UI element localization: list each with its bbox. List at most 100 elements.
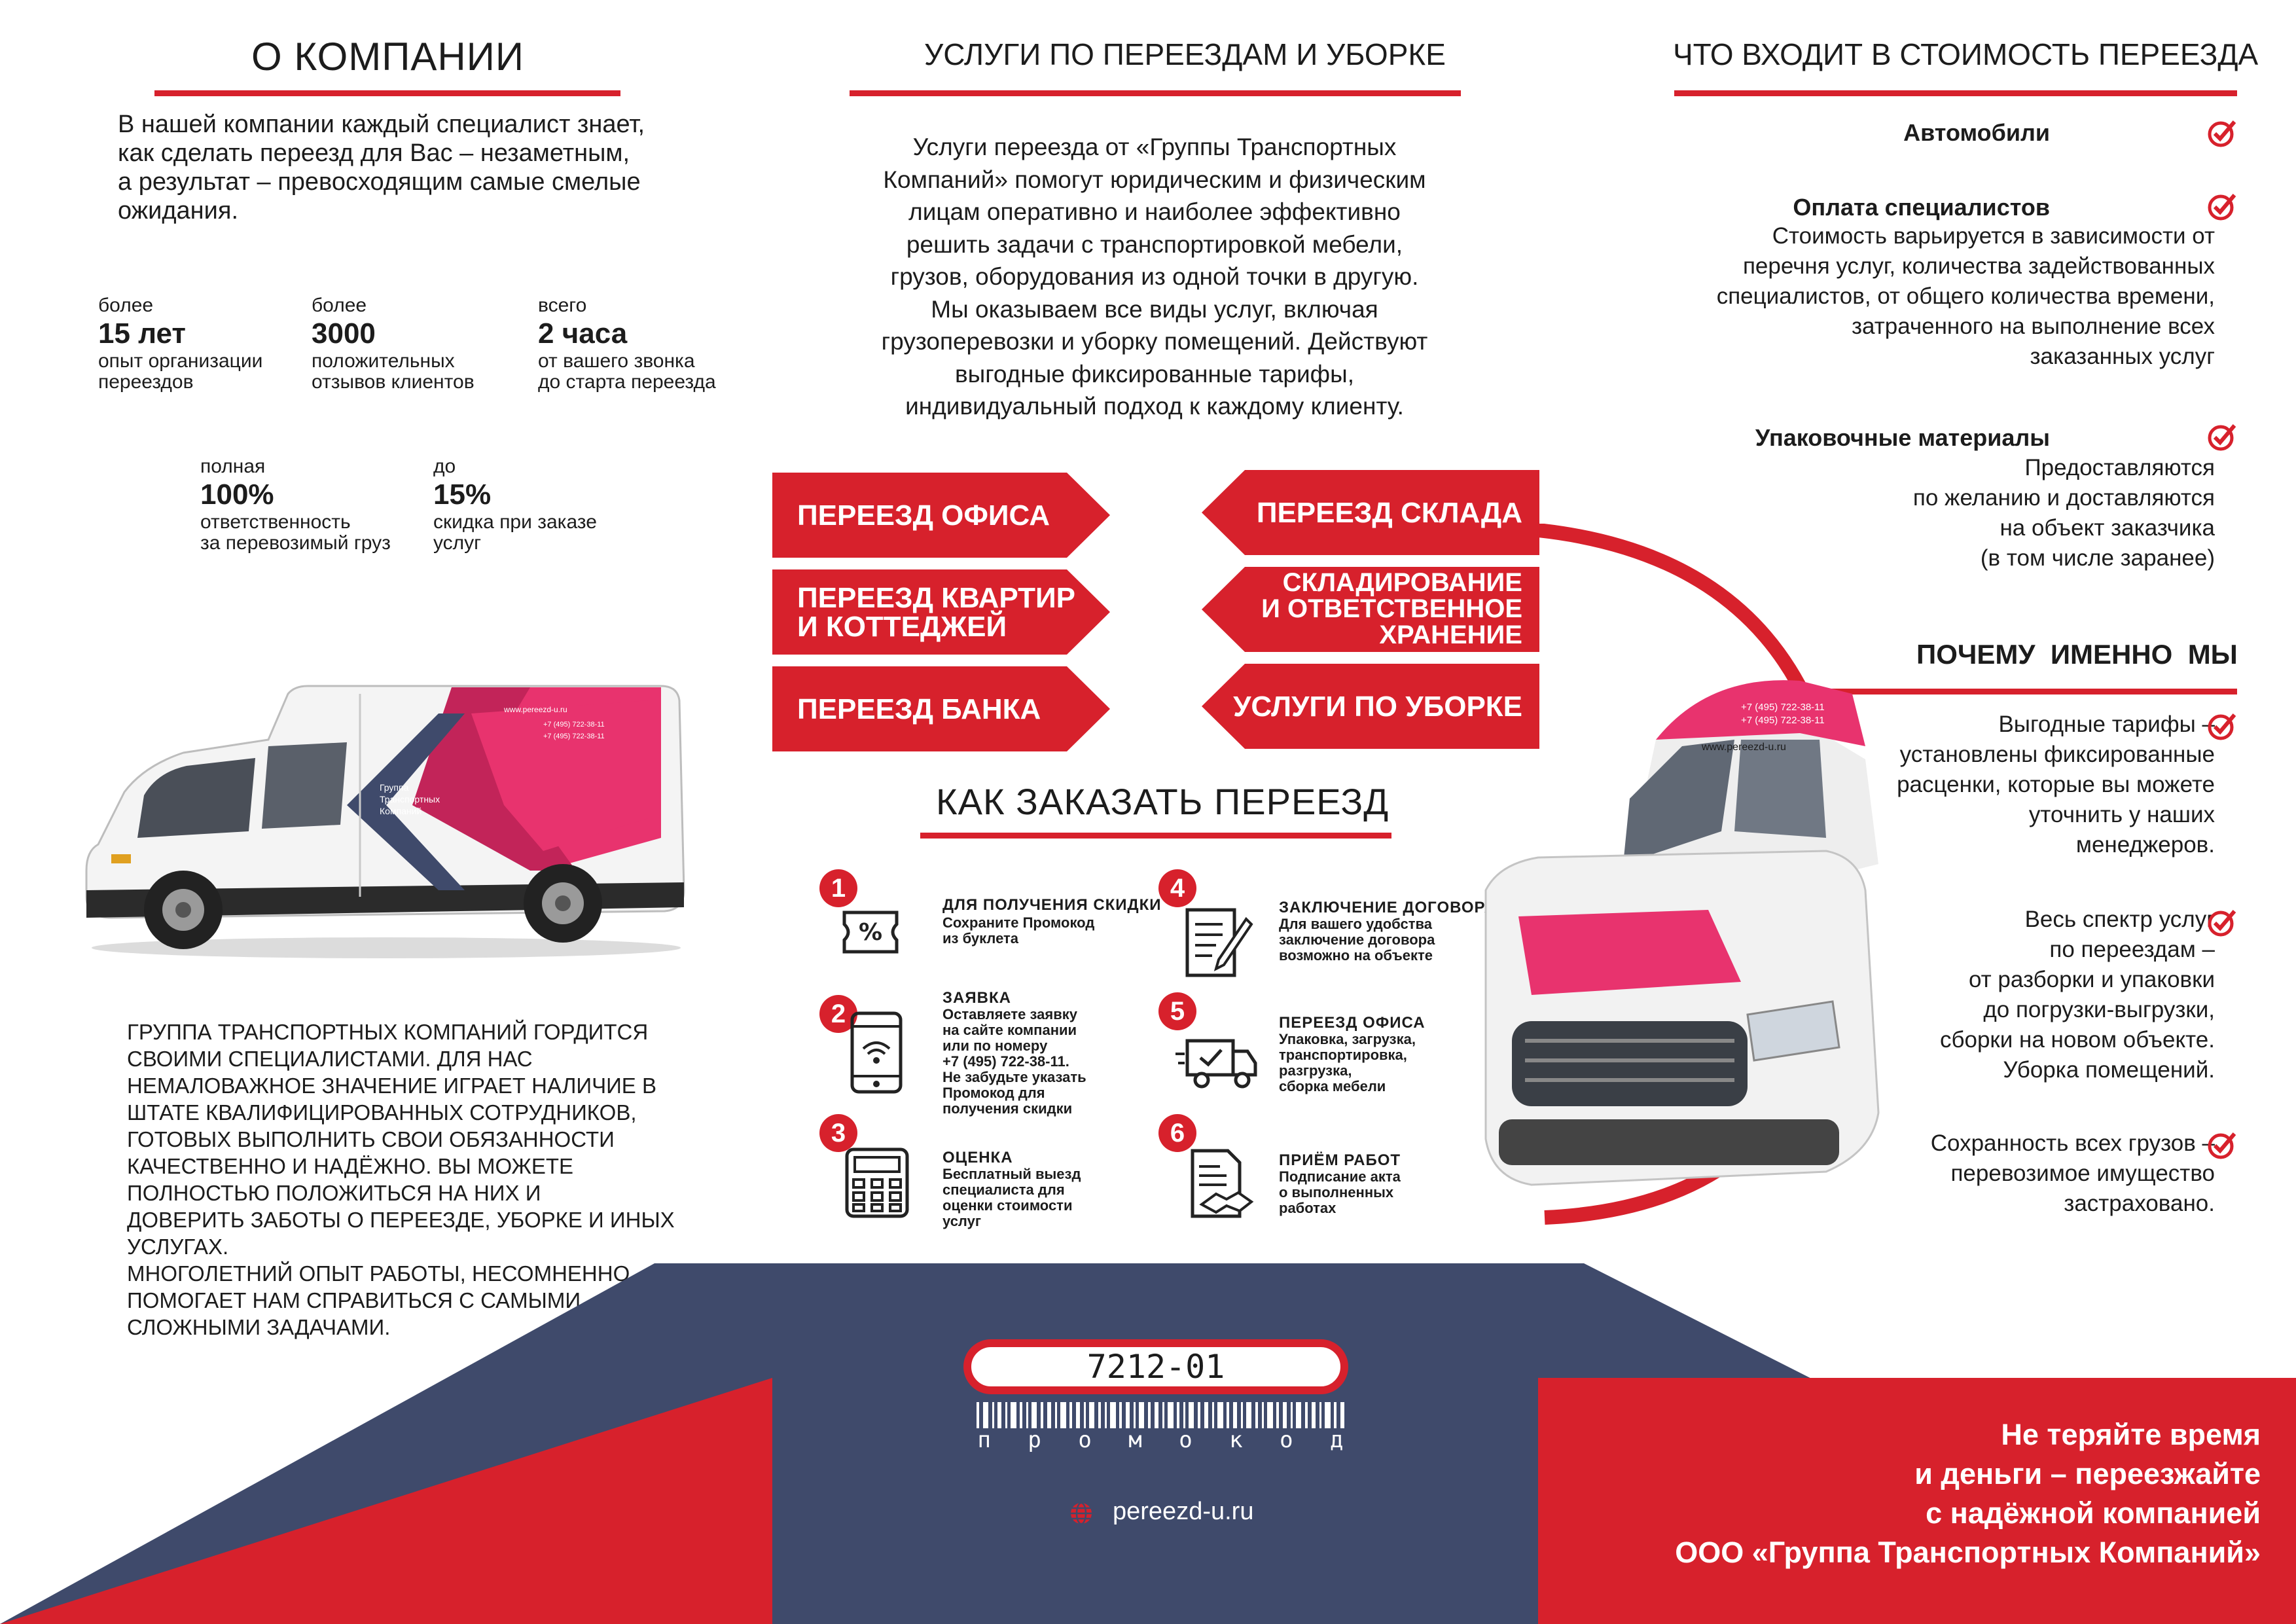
svg-text:www.pereezd-u.ru: www.pereezd-u.ru xyxy=(1701,742,1786,753)
van-front-illustration: +7 (495) 722-38-11 +7 (495) 722-38-11 ww… xyxy=(1484,524,1880,1225)
service-storage-button[interactable]: СКЛАДИРОВАНИЕ И ОТВЕТСТВЕННОЕ ХРАНЕНИЕ xyxy=(1202,567,1539,652)
promo-code: 7212-01 xyxy=(1086,1348,1225,1386)
service-cleaning-button[interactable]: УСЛУГИ ПО УБОРКЕ xyxy=(1202,664,1539,749)
contract-pen-icon xyxy=(1185,908,1253,977)
step-number: 4 xyxy=(1158,869,1196,907)
services-intro: Услуги переезда от «Группы Транспортных … xyxy=(881,134,1428,420)
stat-value: 15% xyxy=(433,478,492,511)
service-label: УСЛУГИ ПО УБОРКЕ xyxy=(1233,691,1522,723)
about-intro: В нашей компании каждый специалист знает… xyxy=(118,111,645,225)
why-title-underline xyxy=(1827,689,2237,695)
stat-value: 100% xyxy=(200,478,274,511)
step-text: Оставляете заявку на сайте компании или … xyxy=(942,1006,1086,1117)
step-title: ЗАЯВКА xyxy=(942,989,1011,1007)
step-number: 3 xyxy=(819,1114,857,1152)
stat-desc: ответственность за перевозимый груз xyxy=(200,511,391,554)
service-office-button[interactable]: ПЕРЕЕЗД ОФИСА xyxy=(772,473,1110,558)
delivery-truck-icon xyxy=(1175,1039,1257,1089)
services-title-underline xyxy=(850,90,1461,96)
bottom-shapes xyxy=(0,1263,2296,1624)
about-title: О КОМПАНИИ xyxy=(251,35,524,79)
stat-value: 15 лет xyxy=(98,317,186,350)
barcode-icon xyxy=(977,1402,1344,1428)
svg-text:Транспортных: Транспортных xyxy=(380,794,440,804)
handshake-document-icon xyxy=(1191,1149,1254,1218)
svg-text:Компаний: Компаний xyxy=(380,806,422,816)
van-side-illustration: www.pereezd-u.ru +7 (495) 722-38-11 +7 (… xyxy=(85,685,685,958)
calculator-icon xyxy=(845,1147,909,1218)
about-title-underline xyxy=(154,90,620,96)
step-text: Сохраните Промокод из буклета xyxy=(942,914,1095,947)
stat-desc: опыт организации переездов xyxy=(98,350,263,393)
stat-discount: до 15% скидка при заказе услуг xyxy=(433,456,643,554)
service-label: ПЕРЕЕЗД СКЛАДА xyxy=(1256,497,1522,529)
order-title-underline xyxy=(920,833,1391,839)
step-text: Для вашего удобства заключение договора … xyxy=(1279,916,1435,964)
service-apartments-button[interactable]: ПЕРЕЕЗД КВАРТИР И КОТТЕДЖЕЙ xyxy=(772,569,1110,655)
service-label: ПЕРЕЕЗД ОФИСА xyxy=(797,499,1050,532)
promo-code-box[interactable]: 7212-01 xyxy=(963,1339,1348,1394)
slogan: Не теряйте время и деньги – переезжайте … xyxy=(1675,1418,2261,1569)
included-item-title: Автомобили xyxy=(1903,119,2050,146)
included-title-underline xyxy=(1674,90,2237,96)
stat-value: 3000 xyxy=(312,317,376,350)
step-text: Упаковка, загрузка, транспортировка, раз… xyxy=(1279,1031,1416,1094)
service-label: ПЕРЕЕЗД КВАРТИР И КОТТЕДЖЕЙ xyxy=(797,582,1075,643)
stat-pre: более xyxy=(312,295,367,316)
included-item-title: Упаковочные материалы xyxy=(1755,424,2050,451)
step-title: ПРИЁМ РАБОТ xyxy=(1279,1151,1401,1169)
service-label: СКЛАДИРОВАНИЕ И ОТВЕТСТВЕННОЕ ХРАНЕНИЕ xyxy=(1261,568,1522,649)
check-icon xyxy=(2208,1132,2236,1159)
discount-ticket-icon: % xyxy=(842,911,899,954)
step-title: ЗАКЛЮЧЕНИЕ ДОГОВОРА xyxy=(1279,899,1496,916)
website-link[interactable]: pereezd-u.ru xyxy=(1113,1498,1254,1525)
promo-label: п р о м о к о д xyxy=(977,1427,1355,1453)
phone-icon xyxy=(850,1011,903,1094)
why-item-text: Выгодные тарифы – установлены фиксирован… xyxy=(1897,712,2215,857)
step-title: ПЕРЕЕЗД ОФИСА xyxy=(1279,1014,1426,1032)
stat-responsibility: полная 100% ответственность за перевозим… xyxy=(200,456,416,554)
stat-pre: более xyxy=(98,295,154,316)
order-title: КАК ЗАКАЗАТЬ ПЕРЕЕЗД xyxy=(936,781,1390,822)
stat-desc: положительных отзывов клиентов xyxy=(312,350,475,393)
included-item-title: Оплата специалистов xyxy=(1793,194,2050,221)
svg-text:Группа: Группа xyxy=(380,782,409,793)
svg-text:%: % xyxy=(859,919,882,946)
step-number: 1 xyxy=(819,869,857,907)
step-text: Подписание акта о выполненных работах xyxy=(1279,1168,1401,1216)
stat-pre: до xyxy=(433,456,456,477)
check-icon xyxy=(2208,120,2236,147)
included-item-text: Предоставляются по желанию и доставляютс… xyxy=(1912,455,2215,571)
check-icon xyxy=(2208,194,2236,221)
globe-icon xyxy=(1071,1502,1092,1525)
step-title: ОЦЕНКА xyxy=(942,1149,1013,1166)
svg-text:www.pereezd-u.ru: www.pereezd-u.ru xyxy=(503,705,567,714)
why-item-text: Сохранность всех грузов – перевозимое им… xyxy=(1930,1130,2215,1216)
step-number: 6 xyxy=(1158,1114,1196,1152)
service-warehouse-button[interactable]: ПЕРЕЕЗД СКЛАДА xyxy=(1202,470,1539,555)
stat-start-time: всего 2 часа от вашего звонка до старта … xyxy=(538,295,747,393)
service-label: ПЕРЕЕЗД БАНКА xyxy=(797,693,1041,725)
step-title: ДЛЯ ПОЛУЧЕНИЯ СКИДКИ xyxy=(942,896,1162,914)
stat-pre: полная xyxy=(200,456,266,477)
step-number: 5 xyxy=(1158,992,1196,1030)
stat-desc: скидка при заказе услуг xyxy=(433,511,597,554)
service-bank-button[interactable]: ПЕРЕЕЗД БАНКА xyxy=(772,666,1110,751)
check-icon xyxy=(2208,424,2236,451)
why-item-text: Весь спектр услуг по переездам – от разб… xyxy=(1939,907,2215,1083)
check-icon xyxy=(2208,910,2236,937)
svg-text:+7 (495) 722-38-11: +7 (495) 722-38-11 xyxy=(543,732,605,740)
pride-text: ГРУППА ТРАНСПОРТНЫХ КОМПАНИЙ ГОРДИТСЯ СВ… xyxy=(127,1020,675,1339)
stat-desc: от вашего звонка до старта переезда xyxy=(538,350,716,393)
included-title: ЧТО ВХОДИТ В СТОИМОСТЬ ПЕРЕЕЗДА xyxy=(1673,37,2259,71)
svg-text:+7 (495) 722-38-11: +7 (495) 722-38-11 xyxy=(1741,702,1825,713)
stat-value: 2 часа xyxy=(538,317,628,350)
why-title: ПОЧЕМУ ИМЕННО МЫ xyxy=(1916,639,2238,670)
stat-reviews: более 3000 положительных отзывов клиенто… xyxy=(312,295,521,393)
stat-pre: всего xyxy=(538,295,587,316)
check-icon xyxy=(2208,713,2236,740)
svg-text:+7 (495) 722-38-11: +7 (495) 722-38-11 xyxy=(543,721,605,729)
included-item-text: Стоимость варьируется в зависимости от п… xyxy=(1716,223,2215,369)
stat-years: более 15 лет опыт организации переездов xyxy=(98,295,301,393)
step-text: Бесплатный выезд специалиста для оценки … xyxy=(942,1166,1081,1229)
